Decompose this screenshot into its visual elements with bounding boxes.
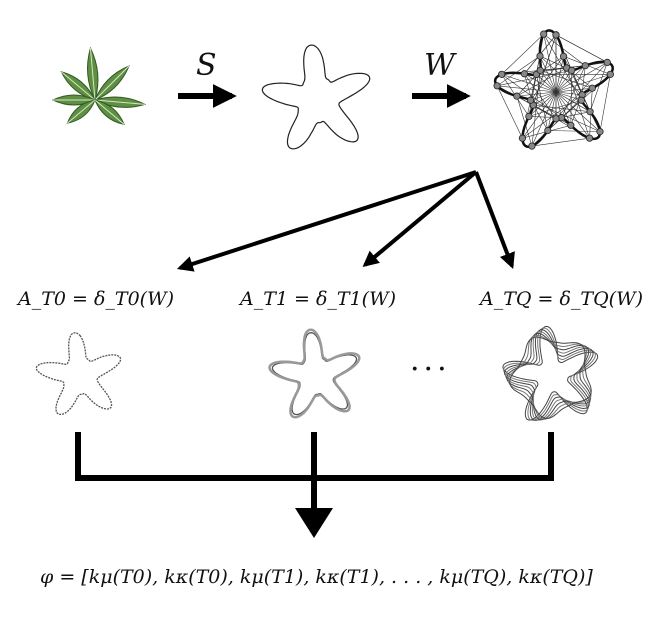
- network-graph: [494, 30, 614, 149]
- graph-node: [494, 83, 500, 89]
- graph-node: [537, 53, 543, 59]
- graph-node: [529, 143, 535, 149]
- graph-edge: [548, 130, 600, 131]
- graph-node: [540, 31, 546, 37]
- graph-node: [578, 97, 584, 103]
- graph-node: [587, 108, 593, 114]
- shape-t0: [36, 333, 120, 415]
- contour-shape: [262, 45, 370, 149]
- shape-t1-edge: [270, 330, 360, 418]
- branch-arrow-t1: [365, 172, 476, 265]
- operator-s-label: S: [196, 48, 217, 83]
- graph-node: [589, 85, 595, 91]
- graph-node: [498, 71, 504, 77]
- ellipsis-dots: ···: [410, 352, 451, 387]
- shape-tq: [503, 326, 598, 420]
- graph-node: [560, 53, 566, 59]
- graph-node: [604, 59, 610, 65]
- equation-t0: A_T0 = δ_T0(W): [18, 288, 174, 310]
- merge-bracket: [75, 432, 554, 510]
- graph-node: [545, 127, 551, 133]
- graph-node: [537, 67, 543, 73]
- graph-node: [582, 62, 588, 68]
- shape-tq-band: [510, 337, 592, 418]
- graph-node: [607, 71, 613, 77]
- graph-node: [568, 122, 574, 128]
- graph-node: [521, 71, 527, 77]
- graph-node: [597, 128, 603, 134]
- feature-formula: φ = [kμ(T0), kκ(T0), kμ(T1), kκ(T1), . .…: [40, 566, 593, 588]
- leaf-image: [53, 48, 145, 128]
- graph-node: [569, 67, 575, 73]
- graph-edge: [556, 62, 607, 118]
- branch-arrow-t0: [180, 172, 476, 268]
- graph-node: [514, 93, 520, 99]
- graph-node: [586, 135, 592, 141]
- graph-node: [526, 113, 532, 119]
- graph-node: [553, 32, 559, 38]
- graph-node: [519, 135, 525, 141]
- equation-t1: A_T1 = δ_T1(W): [240, 288, 396, 310]
- equation-tq: A_TQ = δ_TQ(W): [480, 288, 643, 310]
- branch-arrow-tq: [476, 172, 512, 266]
- shape-t1: [270, 330, 360, 418]
- graph-node: [527, 97, 533, 103]
- operator-w-label: W: [424, 48, 455, 83]
- merge-arrowhead: [295, 508, 333, 538]
- graph-edge: [544, 34, 582, 100]
- graph-node: [553, 116, 559, 122]
